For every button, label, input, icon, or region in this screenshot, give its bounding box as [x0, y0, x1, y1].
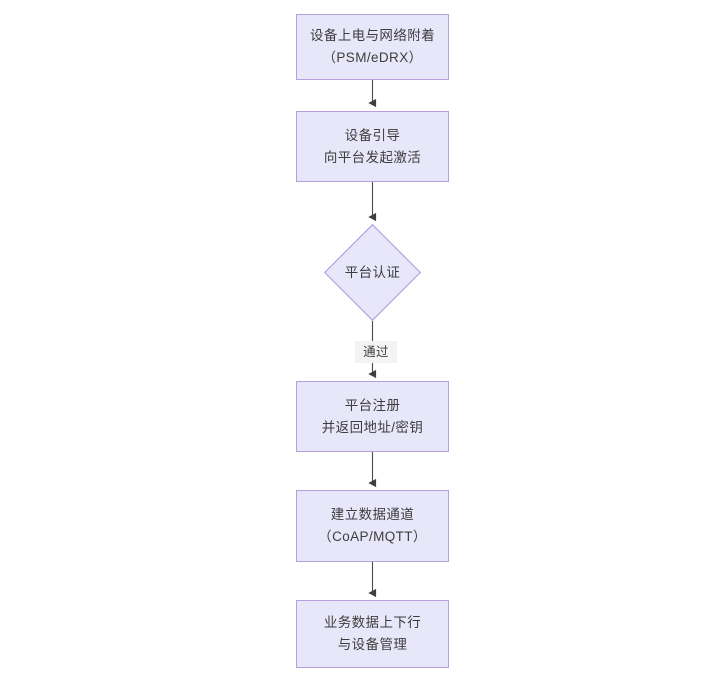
node-establish-data-channel[interactable]: 建立数据通道 （CoAP/MQTT） — [296, 490, 449, 562]
node-device-bootstrap[interactable]: 设备引导 向平台发起激活 — [296, 111, 449, 182]
node-label-line2: （CoAP/MQTT） — [318, 529, 427, 544]
node-label-line1: 平台认证 — [344, 264, 401, 280]
diamond-shape — [324, 224, 421, 321]
node-label-line1: 建立数据通道 — [330, 507, 415, 522]
edge-label-pass: 通过 — [355, 341, 397, 363]
node-label-line2: 向平台发起激活 — [323, 149, 422, 165]
node-business-data-and-device-management[interactable]: 业务数据上下行 与设备管理 — [296, 600, 449, 668]
node-device-power-on[interactable]: 设备上电与网络附着 （PSM/eDRX） — [296, 14, 449, 80]
node-platform-registration[interactable]: 平台注册 并返回地址/密钥 — [296, 381, 449, 452]
node-platform-authentication[interactable]: 平台认证 — [324, 224, 421, 321]
node-label-line2: 与设备管理 — [337, 637, 408, 652]
node-label-line1: 设备引导 — [344, 127, 401, 143]
node-label-line1: 平台注册 — [344, 397, 401, 413]
node-label-line2: 并返回地址/密钥 — [321, 419, 424, 435]
node-label-line2: （PSM/eDRX） — [322, 50, 423, 65]
node-label-line1: 业务数据上下行 — [323, 615, 422, 630]
node-label-line1: 设备上电与网络附着 — [309, 28, 436, 43]
